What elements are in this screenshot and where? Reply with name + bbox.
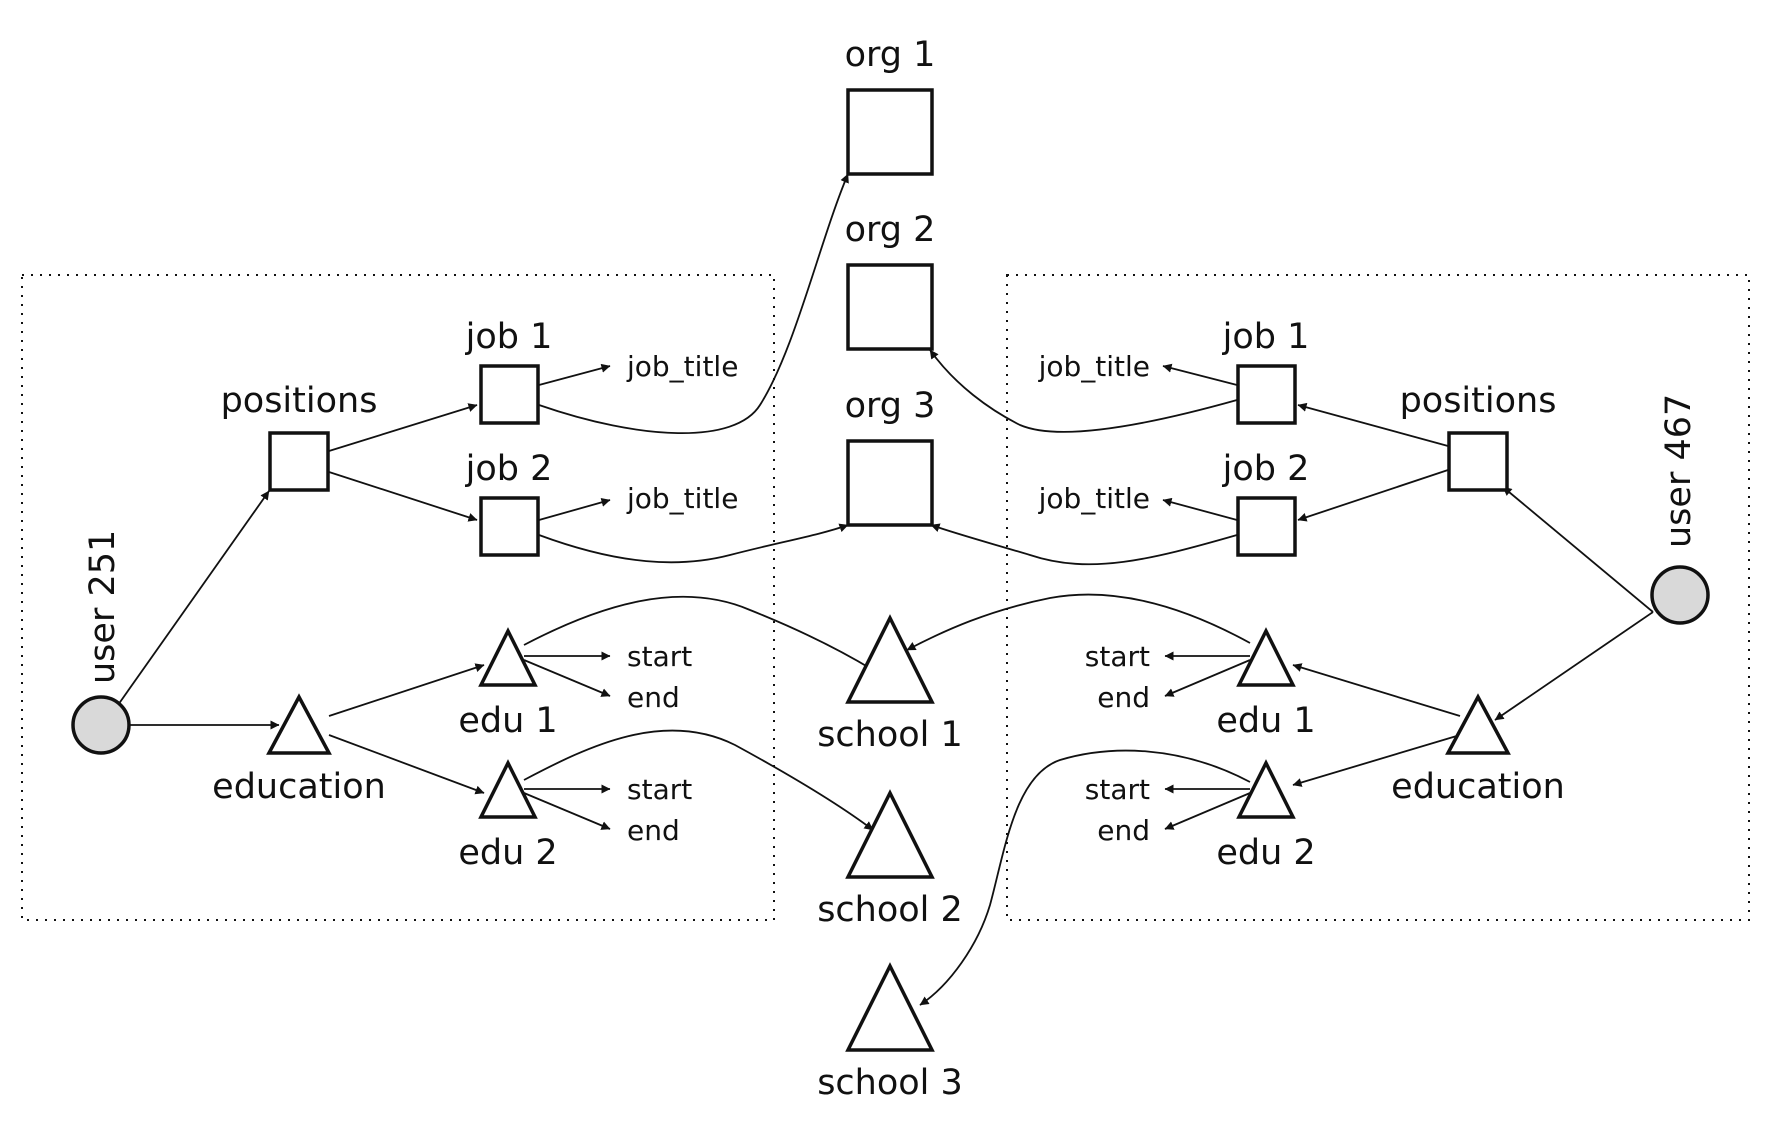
left-education-label: education [212, 767, 386, 807]
left-job-2-label: job 2 [465, 449, 553, 489]
left-job-1-node: job 1 job_title [465, 317, 738, 425]
right-edu-2-label: edu 2 [1216, 833, 1315, 873]
org-1-label: org 1 [845, 35, 936, 75]
left-edu-2-start-attr: start [627, 773, 692, 806]
org-3-node: org 3 [845, 386, 936, 527]
right-education-node: education [1391, 693, 1565, 807]
user-467-boundary [1006, 274, 1750, 921]
user-251-boundary [21, 274, 775, 921]
user-467-label: user 467 [1659, 394, 1699, 548]
right-job-1-node: job 1 job_title [1038, 317, 1310, 425]
right-edu-2-node: edu 2 start end [1085, 759, 1316, 873]
user-467-edges [906, 349, 1654, 1006]
right-positions-label: positions [1400, 381, 1557, 421]
org-1-node: org 1 [845, 35, 936, 176]
left-positions-node: positions [221, 381, 378, 492]
right-edu-2-start-attr: start [1085, 773, 1150, 806]
school-1-label: school 1 [817, 715, 963, 755]
right-positions-node: positions [1400, 381, 1557, 492]
right-edu-2-end-attr: end [1097, 814, 1150, 847]
school-2-label: school 2 [817, 890, 963, 930]
user-467-node: user 467 [1650, 394, 1710, 625]
left-edu-2-end-attr: end [627, 814, 680, 847]
right-job-2-label: job 2 [1222, 449, 1310, 489]
user-251-edges [117, 173, 874, 831]
left-edu-1-end-attr: end [627, 681, 680, 714]
left-edu-2-label: edu 2 [458, 833, 557, 873]
school-2-node: school 2 [817, 789, 963, 930]
org-3-label: org 3 [845, 386, 936, 426]
right-job-1-label: job 1 [1222, 317, 1310, 357]
left-edu-1-start-attr: start [627, 640, 692, 673]
school-1-node: school 1 [817, 614, 963, 755]
right-job-2-node: job 2 job_title [1038, 449, 1310, 557]
left-positions-label: positions [221, 381, 378, 421]
left-job-1-label: job 1 [465, 317, 553, 357]
left-job-1-title-attr: job_title [626, 350, 738, 383]
org-2-label: org 2 [845, 210, 936, 250]
right-job-2-title-attr: job_title [1038, 482, 1150, 515]
right-edu-1-node: edu 1 start end [1085, 627, 1316, 741]
left-edu-1-node: edu 1 start end [458, 627, 692, 741]
school-3-label: school 3 [817, 1063, 963, 1103]
right-education-label: education [1391, 767, 1565, 807]
org-2-node: org 2 [845, 210, 936, 351]
school-3-node: school 3 [817, 962, 963, 1103]
left-edu-2-node: edu 2 start end [458, 759, 692, 873]
left-job-2-title-attr: job_title [626, 482, 738, 515]
right-job-1-title-attr: job_title [1038, 350, 1150, 383]
left-job-2-node: job 2 job_title [465, 449, 738, 557]
user-251-label: user 251 [83, 530, 123, 684]
right-edu-1-start-attr: start [1085, 640, 1150, 673]
left-edu-1-label: edu 1 [458, 701, 557, 741]
right-edu-1-label: edu 1 [1216, 701, 1315, 741]
left-education-node: education [212, 693, 386, 807]
user-251-node: user 251 [71, 530, 131, 755]
right-edu-1-end-attr: end [1097, 681, 1150, 714]
